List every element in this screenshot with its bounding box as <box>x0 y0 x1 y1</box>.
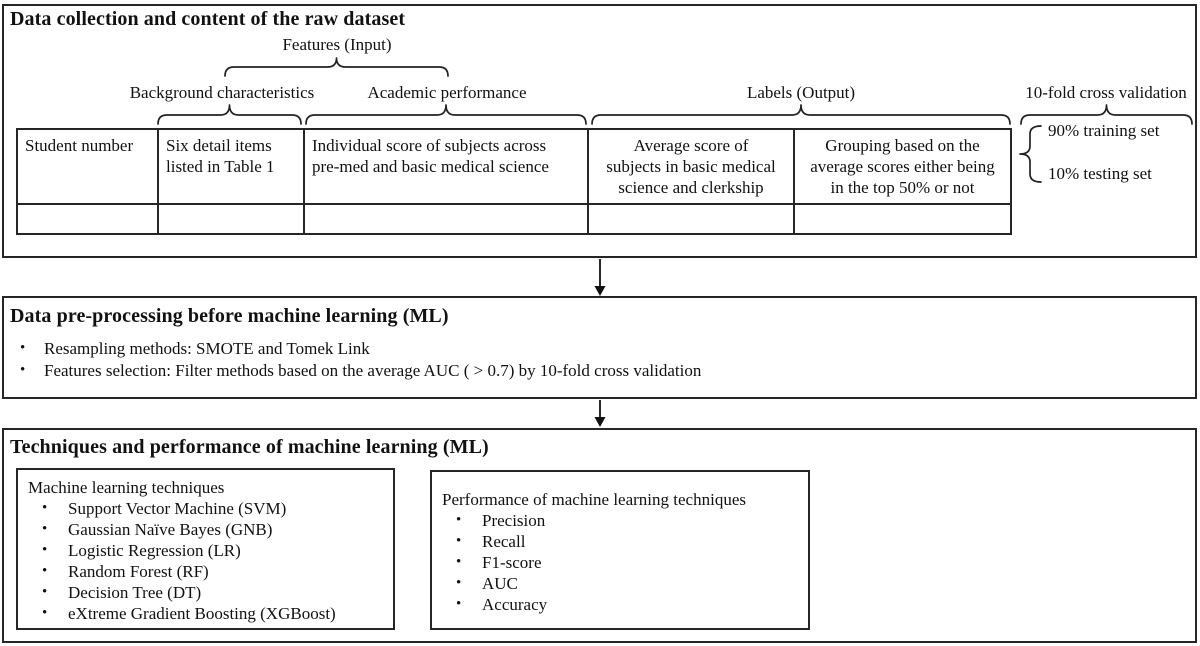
table-empty-cell <box>16 203 159 235</box>
features-input-label: Features (Input) <box>282 35 392 54</box>
academic-performance-label: Academic performance <box>367 83 527 102</box>
table-empty-cell <box>587 203 795 235</box>
bullet-icon: • <box>456 533 462 549</box>
bullet-icon: • <box>42 542 48 558</box>
labels-output-label: Labels (Output) <box>746 83 856 102</box>
ml-techniques-list: • Support Vector Machine (SVM) • Gaussian … <box>28 498 383 624</box>
cross-validation-label: 10-fold cross validation <box>1025 83 1187 102</box>
background-characteristics-label: Background characteristics <box>129 83 315 102</box>
ml-technique-text: Gaussian Naïve Bayes (GNB) <box>68 520 273 539</box>
performance-metric-text: AUC <box>482 574 518 593</box>
table-header-row: Student number Six detail items listed i… <box>16 128 1012 205</box>
performance-metric-item: • AUC <box>442 573 798 594</box>
bullet-icon: • <box>42 500 48 516</box>
table-header-individual-score: Individual score of subjects across pre-… <box>303 128 589 205</box>
ml-techniques-title: Machine learning techniques <box>28 478 225 497</box>
bullet-icon: • <box>456 596 462 612</box>
bullet-icon: • <box>42 605 48 621</box>
ml-technique-text: Decision Tree (DT) <box>68 583 202 602</box>
bullet-icon: • <box>456 575 462 591</box>
preprocessing-item: • Features selection: Filter methods bas… <box>2 360 1192 381</box>
table-header-detail-items: Six detail items listed in Table 1 <box>157 128 305 205</box>
bullet-icon: • <box>42 584 48 600</box>
bullet-icon: • <box>456 554 462 570</box>
preprocessing-item-text: Resampling methods: SMOTE and Tomek Link <box>44 339 370 358</box>
performance-metric-text: Recall <box>482 532 526 551</box>
ml-technique-text: Random Forest (RF) <box>68 562 209 581</box>
table-header-grouping: Grouping based on the average scores eit… <box>793 128 1012 205</box>
performance-metric-text: F1-score <box>482 553 542 572</box>
flow-arrow-2 <box>594 400 606 427</box>
table-empty-cell <box>157 203 305 235</box>
bullet-icon: • <box>456 512 462 528</box>
ml-technique-text: Support Vector Machine (SVM) <box>68 499 287 518</box>
ml-technique-item: • Support Vector Machine (SVM) <box>28 498 383 519</box>
table-empty-cell <box>303 203 589 235</box>
table-header-student-number: Student number <box>16 128 159 205</box>
ml-technique-text: Logistic Regression (LR) <box>68 541 241 560</box>
table-header-average-score: Average score of subjects in basic medic… <box>587 128 795 205</box>
ml-technique-item: • Random Forest (RF) <box>28 561 383 582</box>
performance-metric-item: • Accuracy <box>442 594 798 615</box>
performance-box: Performance of machine learning techniqu… <box>430 470 810 630</box>
performance-metric-item: • F1-score <box>442 552 798 573</box>
preprocessing-list: • Resampling methods: SMOTE and Tomek Li… <box>2 338 1192 382</box>
flow-arrow-1 <box>594 259 606 296</box>
ml-technique-item: • eXtreme Gradient Boosting (XGBoost) <box>28 603 383 624</box>
ml-technique-text: eXtreme Gradient Boosting (XGBoost) <box>68 604 336 623</box>
table-empty-row <box>16 203 1012 235</box>
ml-techniques-box: Machine learning techniques • Support Vec… <box>16 468 395 630</box>
performance-metric-item: • Recall <box>442 531 798 552</box>
performance-metric-text: Accuracy <box>482 595 548 614</box>
performance-list: • Precision • Recall • F1-score • AUC • Accur… <box>442 510 798 615</box>
ml-technique-item: • Decision Tree (DT) <box>28 582 383 603</box>
preprocessing-title: Data pre-processing before machine learn… <box>10 305 449 327</box>
training-set-label: 90% training set <box>1048 121 1160 140</box>
bullet-icon: • <box>42 563 48 579</box>
bullet-icon: • <box>42 521 48 537</box>
preprocessing-item: • Resampling methods: SMOTE and Tomek Li… <box>2 338 1192 359</box>
performance-metric-text: Precision <box>482 511 546 530</box>
ml-technique-item: • Logistic Regression (LR) <box>28 540 383 561</box>
table-empty-cell <box>793 203 1012 235</box>
performance-metric-item: • Precision <box>442 510 798 531</box>
raw-dataset-title: Data collection and content of the raw d… <box>10 8 406 30</box>
preprocessing-box <box>2 296 1197 399</box>
bullet-icon: • <box>20 362 26 378</box>
bullet-icon: • <box>20 340 26 356</box>
raw-dataset-table: Student number Six detail items listed i… <box>16 128 1012 235</box>
performance-title: Performance of machine learning techniqu… <box>442 490 746 509</box>
testing-set-label: 10% testing set <box>1048 164 1152 183</box>
techniques-title: Techniques and performance of machine le… <box>10 436 489 458</box>
ml-technique-item: • Gaussian Naïve Bayes (GNB) <box>28 519 383 540</box>
preprocessing-item-text: Features selection: Filter methods based… <box>44 361 702 380</box>
